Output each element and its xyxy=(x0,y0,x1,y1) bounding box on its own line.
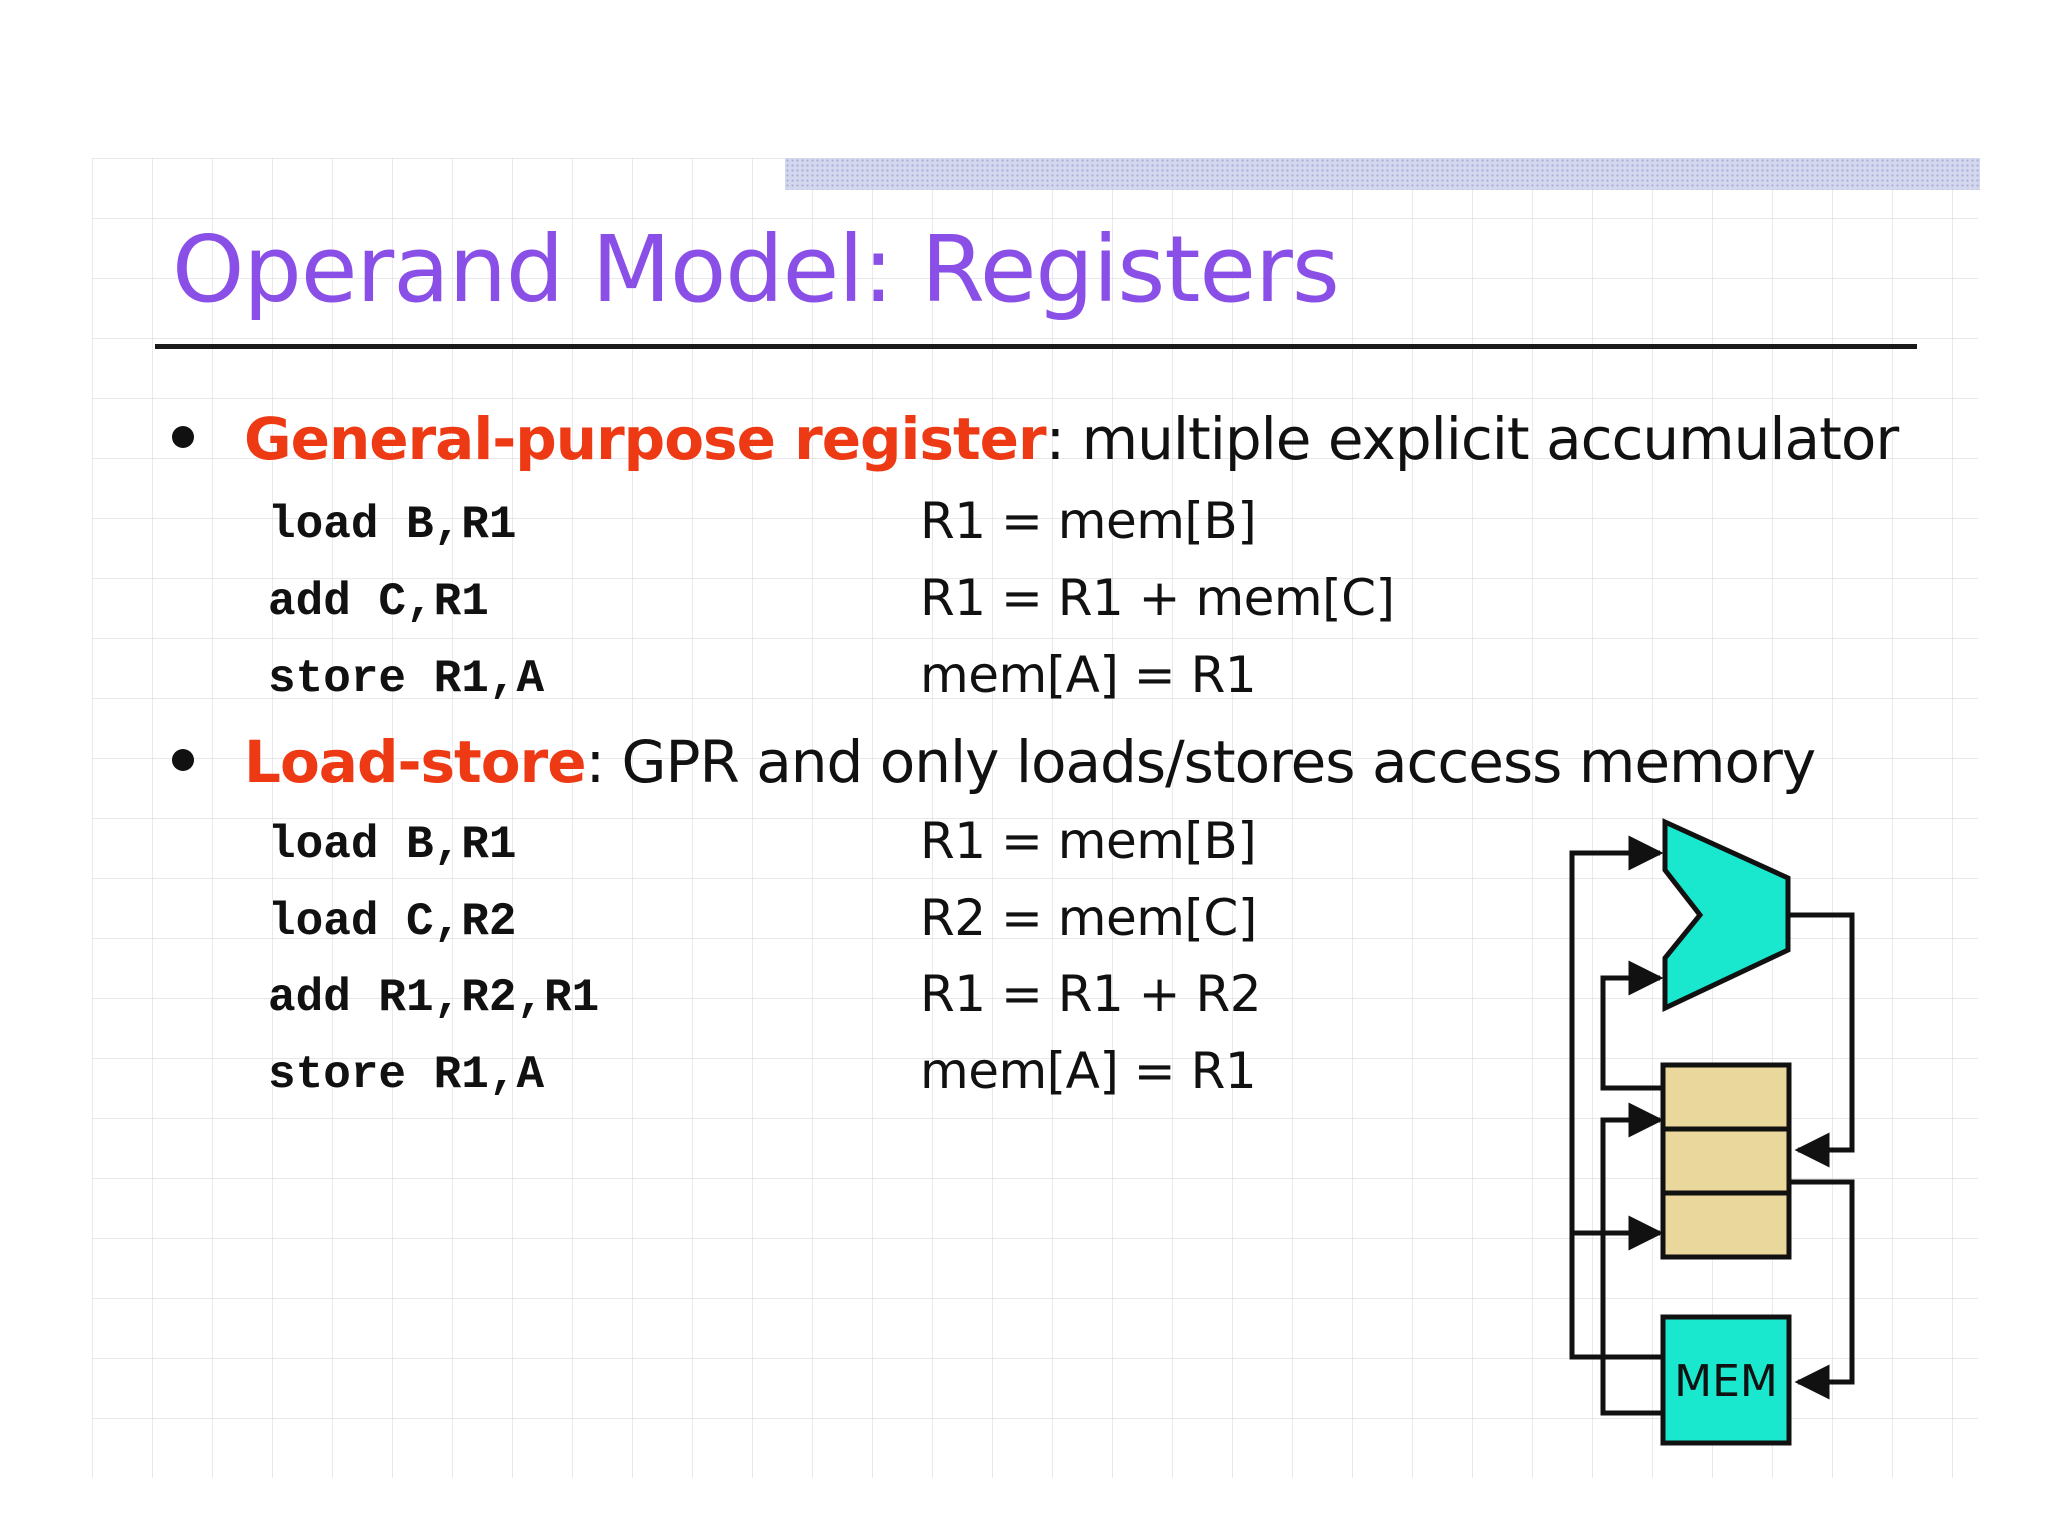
code-description: R1 = mem[B] xyxy=(920,812,1257,870)
memory-box xyxy=(1660,1314,1792,1446)
decorative-top-bar xyxy=(785,158,1980,190)
alu-shape xyxy=(1662,818,1791,1012)
code-description: R2 = mem[C] xyxy=(920,889,1257,947)
code-description: mem[A] = R1 xyxy=(920,1042,1257,1100)
bullet-text: : GPR and only loads/stores access memor… xyxy=(585,728,1817,796)
code-line: store R1,A xyxy=(268,1049,545,1101)
register-cell xyxy=(1660,1062,1792,1132)
bullet-dot xyxy=(172,425,194,448)
load-store-datapath-diagram: MEM xyxy=(1569,818,1855,1446)
bullet-dot xyxy=(172,748,194,771)
bullet-load-store: Load-store: GPR and only loads/stores ac… xyxy=(172,733,1816,791)
register-to-alu-wire xyxy=(1600,960,1664,1091)
code-line: load C,R2 xyxy=(268,896,517,948)
code-line: store R1,A xyxy=(268,653,545,705)
code-description: R1 = R1 + R2 xyxy=(920,965,1262,1023)
bullet-keyword: General-purpose register xyxy=(244,405,1047,473)
mem-to-register-wire xyxy=(1600,1102,1664,1416)
register-cell xyxy=(1660,1126,1792,1196)
bullet-general-purpose-register: General-purpose register: multiple expli… xyxy=(172,410,1899,468)
code-line: add C,R1 xyxy=(268,576,489,628)
code-description: R1 = mem[B] xyxy=(920,492,1257,550)
title-underline xyxy=(155,344,1917,349)
bullet-text: : multiple explicit accumulator xyxy=(1045,405,1900,473)
bullet-keyword: Load-store xyxy=(244,728,587,796)
datapath-wires xyxy=(1569,835,1855,1416)
code-line: load B,R1 xyxy=(268,819,517,871)
code-line: load B,R1 xyxy=(268,499,517,551)
slide-title: Operand Model: Registers xyxy=(172,216,1340,323)
code-line: add R1,R2,R1 xyxy=(268,972,600,1024)
memory-label: MEM xyxy=(1674,1356,1778,1407)
mem-to-alu-wire xyxy=(1569,835,1664,1360)
code-description: R1 = R1 + mem[C] xyxy=(920,569,1395,627)
register-to-mem-wire xyxy=(1790,1179,1855,1400)
register-cell xyxy=(1660,1190,1792,1260)
code-description: mem[A] = R1 xyxy=(920,646,1257,704)
alu-to-register-wire xyxy=(1790,912,1855,1168)
